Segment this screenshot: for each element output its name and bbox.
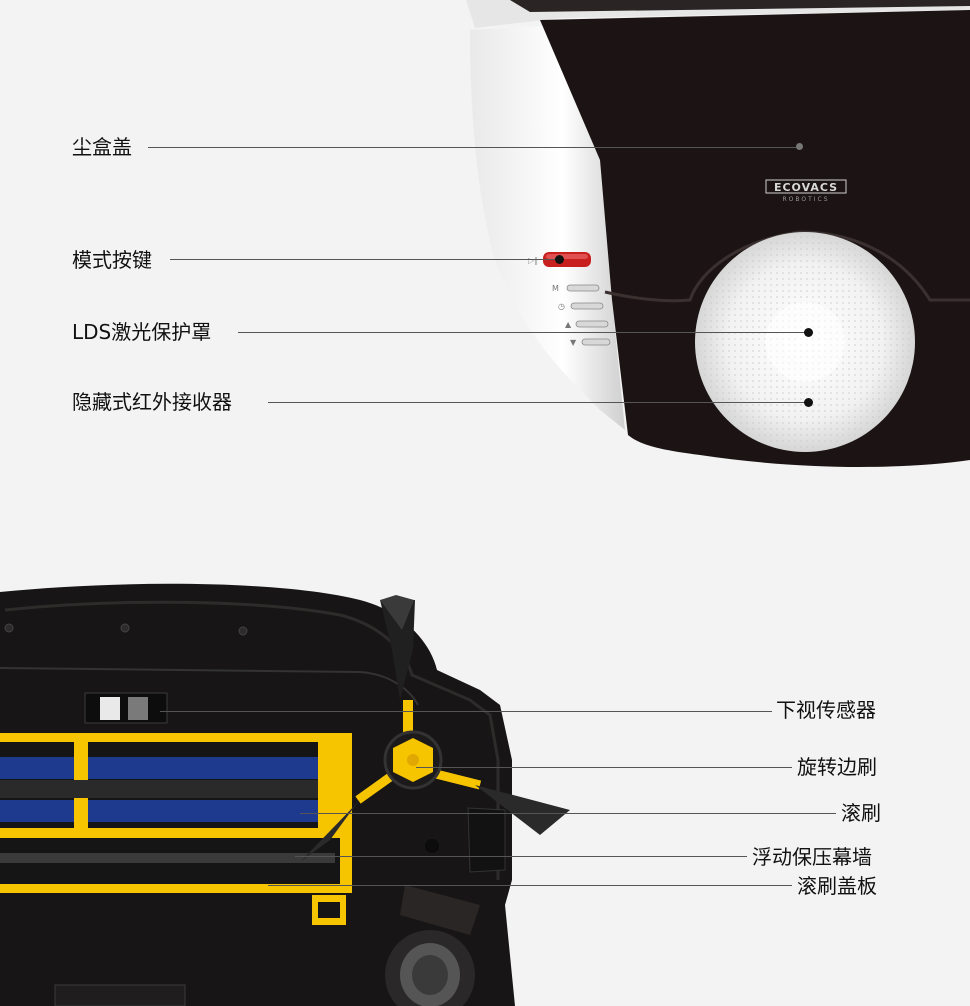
leader-line	[160, 711, 772, 712]
brand-logo: ECOVACS	[774, 181, 838, 194]
roller-brush	[0, 757, 335, 863]
callout-label: 旋转边刷	[797, 755, 877, 779]
wheel	[385, 930, 475, 1006]
callout-label: 隐藏式红外接收器	[72, 390, 232, 414]
callout-label: 滚刷	[841, 801, 881, 825]
callout-label: LDS激光保护罩	[72, 320, 212, 344]
leader-dot	[555, 255, 564, 264]
svg-text:◷: ◷	[558, 302, 565, 311]
callout-label: 滚刷盖板	[797, 874, 877, 898]
svg-text:▷‖: ▷‖	[528, 256, 538, 265]
leader-line	[268, 402, 808, 403]
control-buttons: M ◷ ▲ ▼	[552, 284, 611, 347]
leader-line	[148, 147, 798, 148]
callout-label: 下视传感器	[776, 698, 876, 722]
leader-line	[238, 332, 808, 333]
svg-text:▼: ▼	[570, 338, 577, 347]
floating-skirt	[467, 807, 506, 873]
cliff-sensor	[84, 692, 168, 724]
leader-dot	[804, 328, 813, 337]
side-brush	[300, 595, 570, 862]
leader-line	[300, 813, 836, 814]
wheel-housing	[400, 885, 480, 935]
callout-label: 浮动保压幕墙	[752, 845, 872, 869]
svg-text:M: M	[552, 284, 559, 293]
svg-text:▲: ▲	[565, 320, 572, 329]
leader-line	[268, 885, 792, 886]
leader-line	[416, 767, 792, 768]
leader-line	[170, 259, 558, 260]
callout-label: 模式按键	[72, 248, 152, 272]
brand-sub: ROBOTICS	[782, 196, 829, 203]
leader-dot	[804, 398, 813, 407]
callout-label: 尘盒盖	[72, 135, 132, 159]
leader-line	[295, 856, 747, 857]
leader-dot	[796, 143, 803, 150]
